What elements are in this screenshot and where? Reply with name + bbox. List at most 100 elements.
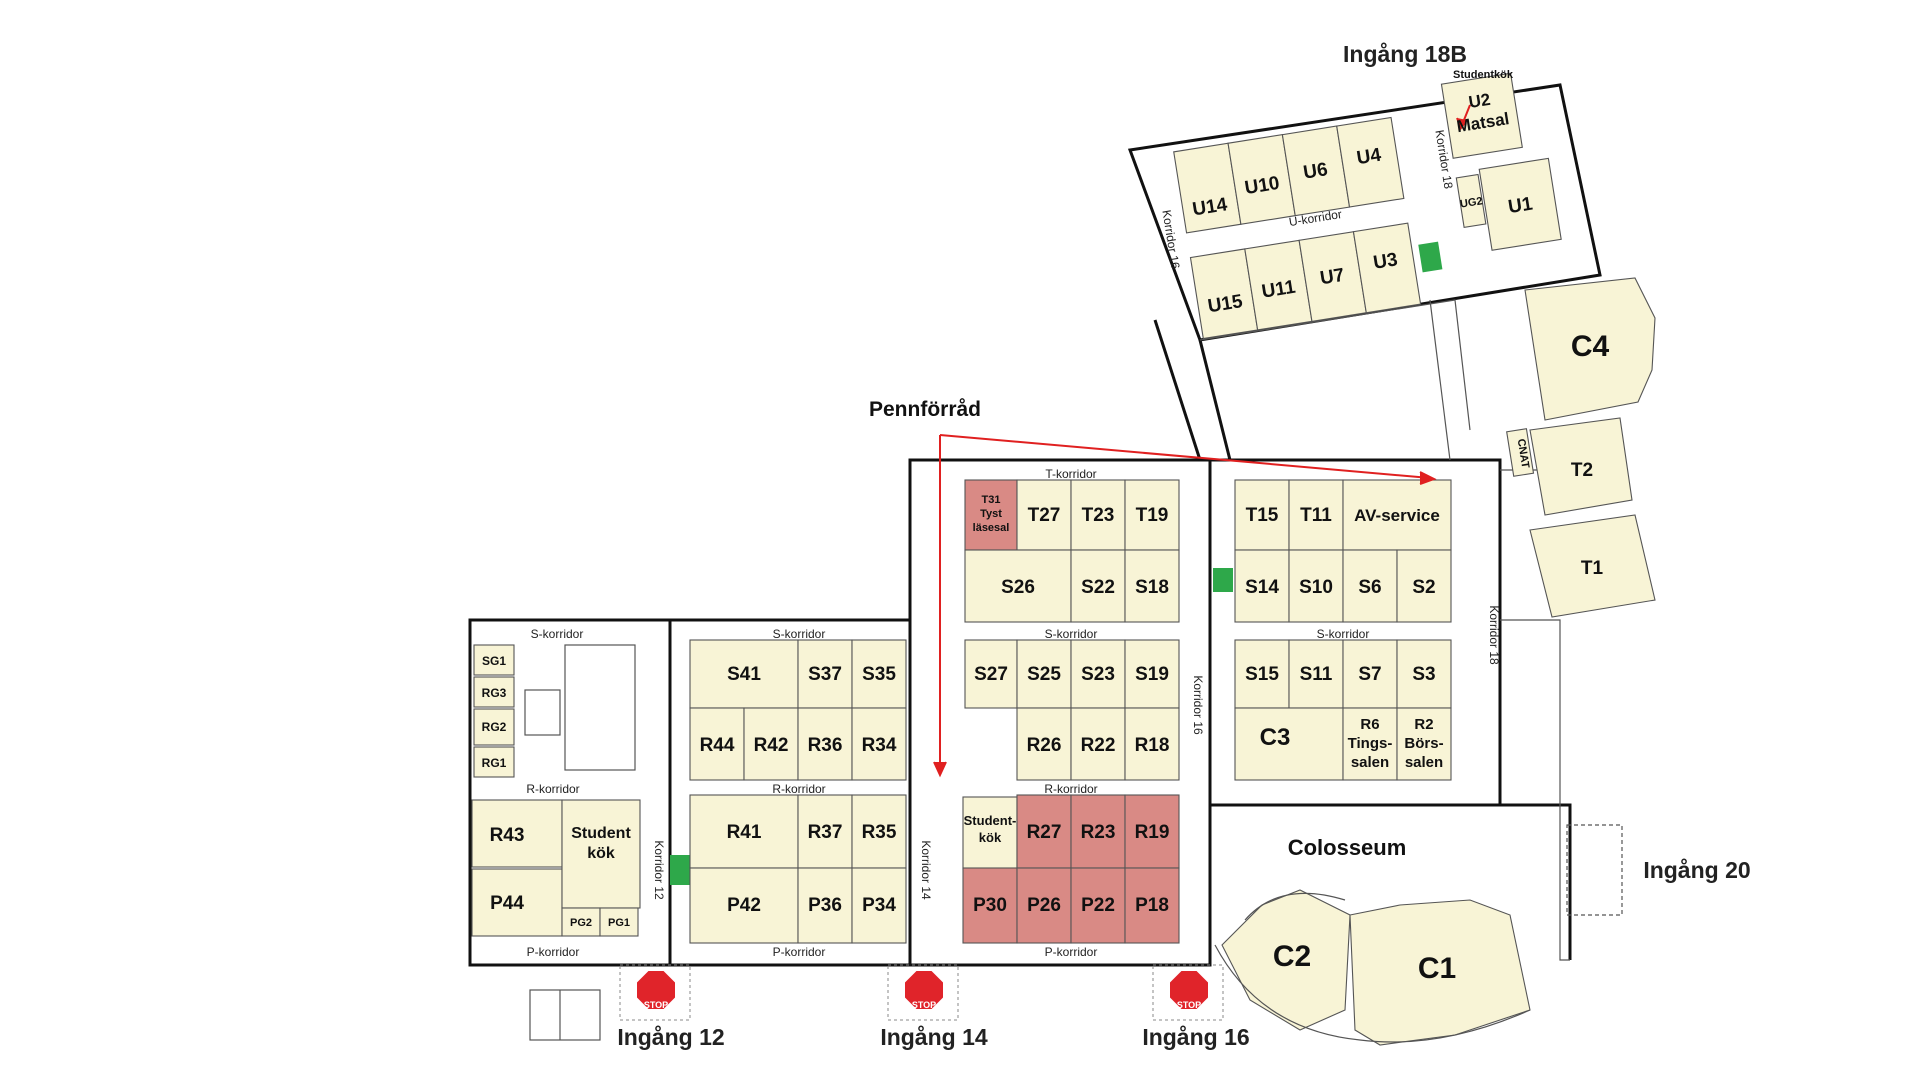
svg-text:S6: S6 [1358, 577, 1381, 598]
svg-text:S35: S35 [862, 664, 896, 685]
room-studentkok-center [962, 796, 1018, 870]
stop-sign-14: STOP [887, 964, 959, 1021]
svg-text:P26: P26 [1027, 895, 1061, 916]
svg-text:S27: S27 [974, 664, 1008, 685]
room-sg1 [473, 644, 515, 676]
room-s35 [851, 639, 907, 709]
svg-text:S3: S3 [1412, 664, 1435, 685]
svg-text:T31: T31 [982, 494, 1001, 506]
svg-text:S2: S2 [1412, 577, 1435, 598]
svg-text:R34: R34 [862, 735, 897, 756]
room-t2 [1529, 417, 1633, 516]
room-ug2 [1455, 173, 1487, 228]
stop-sign-12: STOP [619, 964, 691, 1021]
svg-text:S15: S15 [1245, 664, 1279, 685]
annotations: Pennförråd Studentkök Colosseum [869, 69, 1514, 860]
room-pg2 [561, 907, 601, 937]
svg-text:RG2: RG2 [482, 720, 507, 734]
svg-text:U7: U7 [1319, 265, 1346, 290]
mid-left-block [689, 639, 907, 944]
svg-text:S11: S11 [1300, 664, 1333, 685]
svg-text:R-korridor: R-korridor [526, 782, 579, 796]
svg-text:T11: T11 [1300, 505, 1332, 526]
room-s11 [1288, 639, 1344, 709]
svg-text:T23: T23 [1082, 505, 1115, 526]
svg-text:R2: R2 [1414, 716, 1433, 733]
right-halls [1214, 277, 1656, 1046]
room-r27 [1016, 794, 1072, 869]
svg-text:Tyst: Tyst [980, 508, 1002, 520]
svg-text:R36: R36 [808, 735, 843, 756]
svg-text:P44: P44 [490, 893, 524, 914]
room-rg3 [473, 676, 515, 708]
room-p42 [689, 867, 799, 944]
svg-text:U4: U4 [1355, 145, 1383, 170]
svg-text:S14: S14 [1245, 577, 1279, 598]
room-s2 [1396, 549, 1452, 623]
svg-text:C1: C1 [1418, 952, 1456, 985]
svg-text:T15: T15 [1246, 505, 1279, 526]
room-p22 [1070, 867, 1126, 944]
svg-text:R22: R22 [1081, 735, 1116, 756]
room-t31 [964, 479, 1018, 551]
center-block [962, 479, 1180, 944]
stop-sign-16: STOP [1152, 964, 1224, 1021]
svg-text:S7: S7 [1358, 664, 1381, 685]
colosseum-label: Colosseum [1288, 835, 1407, 860]
svg-text:C2: C2 [1273, 940, 1311, 973]
svg-text:S18: S18 [1135, 577, 1169, 598]
svg-text:T2: T2 [1571, 460, 1593, 481]
room-r37 [797, 794, 853, 869]
room-p26 [1016, 867, 1072, 944]
svg-text:R26: R26 [1027, 735, 1062, 756]
room-s18 [1124, 549, 1180, 623]
room-r19 [1124, 794, 1180, 869]
svg-text:R-korridor: R-korridor [772, 782, 825, 796]
svg-text:läsesal: läsesal [973, 522, 1010, 534]
svg-text:Tings-: Tings- [1348, 735, 1393, 752]
room-r22 [1070, 707, 1126, 781]
svg-text:P36: P36 [808, 895, 842, 916]
svg-text:S-korridor: S-korridor [531, 627, 584, 641]
room-u1 [1478, 157, 1562, 251]
svg-text:CNAT: CNAT [1515, 438, 1532, 470]
svg-text:P-korridor: P-korridor [527, 945, 580, 959]
room-r44 [689, 707, 745, 781]
svg-text:S22: S22 [1081, 577, 1115, 598]
room-u4 [1336, 116, 1405, 208]
svg-text:salen: salen [1405, 754, 1443, 771]
entrance-16: Ingång 16 [1142, 1024, 1249, 1050]
svg-text:Korridor 14: Korridor 14 [919, 840, 933, 900]
svg-text:R43: R43 [490, 825, 525, 846]
room-s37 [797, 639, 853, 709]
svg-text:S-korridor: S-korridor [1317, 627, 1370, 641]
svg-text:Börs-: Börs- [1404, 735, 1443, 752]
svg-text:T-korridor: T-korridor [1045, 467, 1096, 481]
svg-text:STOP: STOP [912, 1000, 936, 1010]
svg-text:P-korridor: P-korridor [1045, 945, 1098, 959]
svg-text:C3: C3 [1260, 724, 1291, 751]
svg-text:RG1: RG1 [482, 756, 507, 770]
svg-text:salen: salen [1351, 754, 1389, 771]
svg-text:T1: T1 [1581, 558, 1604, 579]
room-rg1 [473, 746, 515, 778]
room-r26 [1016, 707, 1072, 781]
room-s6 [1342, 549, 1398, 623]
svg-text:STOP: STOP [1177, 1000, 1201, 1010]
svg-text:S25: S25 [1027, 664, 1061, 685]
svg-text:R19: R19 [1135, 822, 1170, 843]
svg-text:Student-: Student- [964, 813, 1017, 828]
room-s7 [1342, 639, 1398, 709]
upper-wing [1173, 72, 1562, 340]
svg-text:R6: R6 [1360, 716, 1379, 733]
svg-text:P42: P42 [727, 895, 761, 916]
svg-text:S37: S37 [808, 664, 842, 685]
svg-text:U6: U6 [1302, 159, 1329, 184]
svg-text:R18: R18 [1135, 735, 1170, 756]
room-cnat [1506, 428, 1535, 477]
svg-text:T27: T27 [1028, 505, 1061, 526]
room-r41 [689, 794, 799, 869]
svg-text:kök: kök [587, 845, 615, 862]
room-u3 [1352, 222, 1422, 314]
